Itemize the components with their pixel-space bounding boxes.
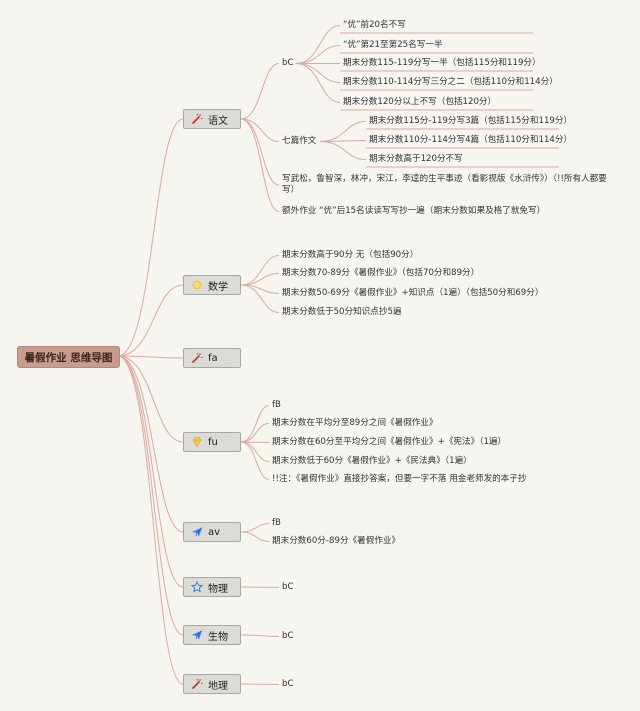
connector-line: [117, 355, 184, 636]
branch-label: fu: [208, 436, 218, 448]
leaf-item[interactable]: bC: [282, 582, 294, 592]
connector-line: [117, 355, 184, 685]
branch-node[interactable]: 地理: [183, 674, 241, 694]
branch-label: fa: [208, 352, 218, 364]
branch-label: 语文: [208, 115, 228, 127]
branch-label: 地理: [208, 680, 228, 692]
connector-line: [117, 355, 184, 533]
sun-icon: [191, 279, 203, 291]
sub-leaf-item[interactable]: “优”第21至第25名写一半: [343, 40, 443, 50]
leaf-item[interactable]: fB: [272, 518, 281, 528]
connector-line: [117, 355, 184, 588]
leaf-item[interactable]: bC: [282, 58, 294, 68]
sub-leaf-item[interactable]: 期末分数120分以上不写（包括120分）: [343, 97, 497, 107]
leaf-item[interactable]: 期末分数在平均分至89分之间《暑假作业》: [272, 418, 438, 428]
branch-label: 生物: [208, 631, 228, 643]
sub-leaf-item[interactable]: 期末分数高于120分不写: [369, 154, 463, 164]
connector-line: [240, 423, 270, 443]
connector-line: [240, 63, 280, 120]
paper-plane-icon: [191, 526, 203, 538]
connector-line: [240, 405, 270, 443]
connector-line: [295, 25, 341, 64]
connector-line: [240, 523, 270, 533]
gem-icon: [191, 436, 203, 448]
branch-node[interactable]: 物理: [183, 577, 241, 597]
connector-line: [295, 63, 341, 103]
branch-node[interactable]: fu: [183, 432, 241, 452]
connector-line: [240, 634, 280, 637]
leaf-item[interactable]: 期末分数高于90分 无（包括90分）: [282, 250, 419, 260]
leaf-item[interactable]: bC: [282, 631, 294, 641]
sub-leaf-item[interactable]: 期末分数115分-119分写3篇（包括115分和119分）: [369, 116, 573, 126]
connector-line: [240, 531, 270, 542]
leaf-item[interactable]: 写武松，鲁智深，林冲，宋江，李逵的生平事迹（看影视版《水浒传》）（!!所有人都要…: [282, 174, 607, 195]
connector-line: [240, 586, 280, 588]
connector-line: [240, 284, 280, 313]
root-node[interactable]: 暑假作业 思维导图: [17, 346, 120, 368]
branch-node[interactable]: 数学: [183, 275, 241, 295]
wand-icon: [191, 678, 203, 690]
leaf-item[interactable]: bC: [282, 679, 294, 689]
leaf-item[interactable]: 期末分数低于50分知识点抄5遍: [282, 307, 402, 317]
leaf-item[interactable]: 额外作业 “优”后15名读读写写抄一遍（期末分数如果及格了就免写）: [282, 206, 546, 216]
connector-line: [117, 355, 184, 359]
connector-line: [240, 118, 280, 212]
connector-line: [117, 284, 184, 357]
connector-line: [319, 141, 367, 160]
sub-leaf-item[interactable]: “优”前20名不写: [343, 20, 406, 30]
connector-line: [319, 121, 367, 142]
branch-node[interactable]: 生物: [183, 625, 241, 645]
branch-node[interactable]: 语文: [183, 109, 241, 129]
connector-line: [117, 355, 184, 443]
connector-line: [295, 45, 341, 64]
wand-icon: [191, 352, 203, 364]
leaf-item[interactable]: 期末分数60分-89分《暑假作业》: [272, 536, 401, 546]
leaf-item[interactable]: 期末分数在60分至平均分之间《暑假作业》+《宪法》（1遍）: [272, 437, 507, 447]
sub-leaf-item[interactable]: 期末分数110-114分写三分之二（包括110分和114分）: [343, 77, 558, 87]
leaf-item[interactable]: !!注：《暑假作业》直接抄答案，但要一字不落 用金老师发的本子抄: [272, 474, 527, 484]
star-icon: [191, 581, 203, 593]
branch-label: 数学: [208, 281, 228, 293]
branch-node[interactable]: fa: [183, 348, 241, 368]
leaf-item[interactable]: fB: [272, 400, 281, 410]
sub-leaf-item[interactable]: 期末分数115-119分写一半（包括115分和119分）: [343, 58, 541, 68]
leaf-item[interactable]: 期末分数70-89分《暑假作业》（包括70分和89分）: [282, 268, 480, 278]
connector-line: [240, 441, 270, 480]
leaf-item[interactable]: 七篇作文: [282, 136, 317, 146]
leaf-item[interactable]: 期末分数50-69分《暑假作业》+知识点（1遍）（包括50分和69分）: [282, 288, 544, 298]
sub-leaf-item[interactable]: 期末分数110分-114分写4篇（包括110分和114分）: [369, 135, 573, 145]
connector-line: [117, 118, 184, 357]
connector-line: [240, 683, 280, 685]
branch-label: 物理: [208, 583, 228, 595]
connector-line: [240, 255, 280, 286]
branch-label: av: [208, 526, 221, 538]
connector-line: [240, 118, 280, 142]
connector-line: [240, 273, 280, 286]
paper-plane-icon: [191, 629, 203, 641]
branch-node[interactable]: av: [183, 522, 241, 542]
wand-icon: [191, 113, 203, 125]
leaf-item[interactable]: 期末分数低于60分《暑假作业》+《民法典》（1遍）: [272, 456, 472, 466]
